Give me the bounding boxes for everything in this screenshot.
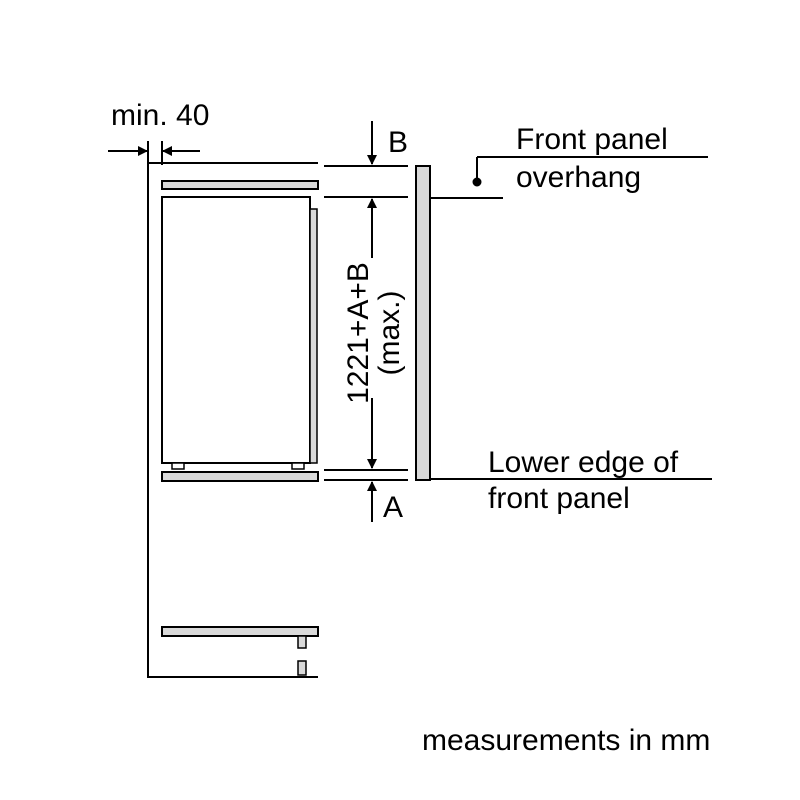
footer-note: measurements in mm xyxy=(422,724,710,757)
overhang-leader-dot xyxy=(472,177,482,187)
overhang-callout xyxy=(430,156,708,199)
lower-edge-label-line2: front panel xyxy=(488,482,630,515)
door-hinge-strip xyxy=(309,208,318,464)
clearance-label: min. 40 xyxy=(111,99,209,132)
appliance-body xyxy=(161,196,318,470)
appliance-door xyxy=(161,196,311,464)
height-qualifier: (max.) xyxy=(373,291,406,376)
height-formula-group: 1221+A+B (max.) xyxy=(342,262,406,404)
plinth-block xyxy=(297,660,307,676)
height-formula: 1221+A+B xyxy=(342,262,375,404)
base-shelf xyxy=(161,471,319,482)
label-a: A xyxy=(383,491,403,524)
label-b: B xyxy=(388,126,408,159)
niche-outline xyxy=(147,162,318,678)
overhang-label-line1: Front panel xyxy=(516,123,668,156)
overhang-label-line2: overhang xyxy=(516,161,641,194)
right-foot xyxy=(291,462,305,470)
clearance-dimension: min. 40 xyxy=(108,99,209,165)
lower-edge-label-line1: Lower edge of xyxy=(488,446,679,479)
lower-shelf-bracket xyxy=(297,635,307,649)
lower-shelf xyxy=(161,626,319,637)
height-dimension xyxy=(324,121,408,522)
left-foot xyxy=(171,462,185,470)
top-panel xyxy=(161,180,319,190)
cabinet-niche xyxy=(147,162,318,678)
front-panel xyxy=(415,165,431,481)
